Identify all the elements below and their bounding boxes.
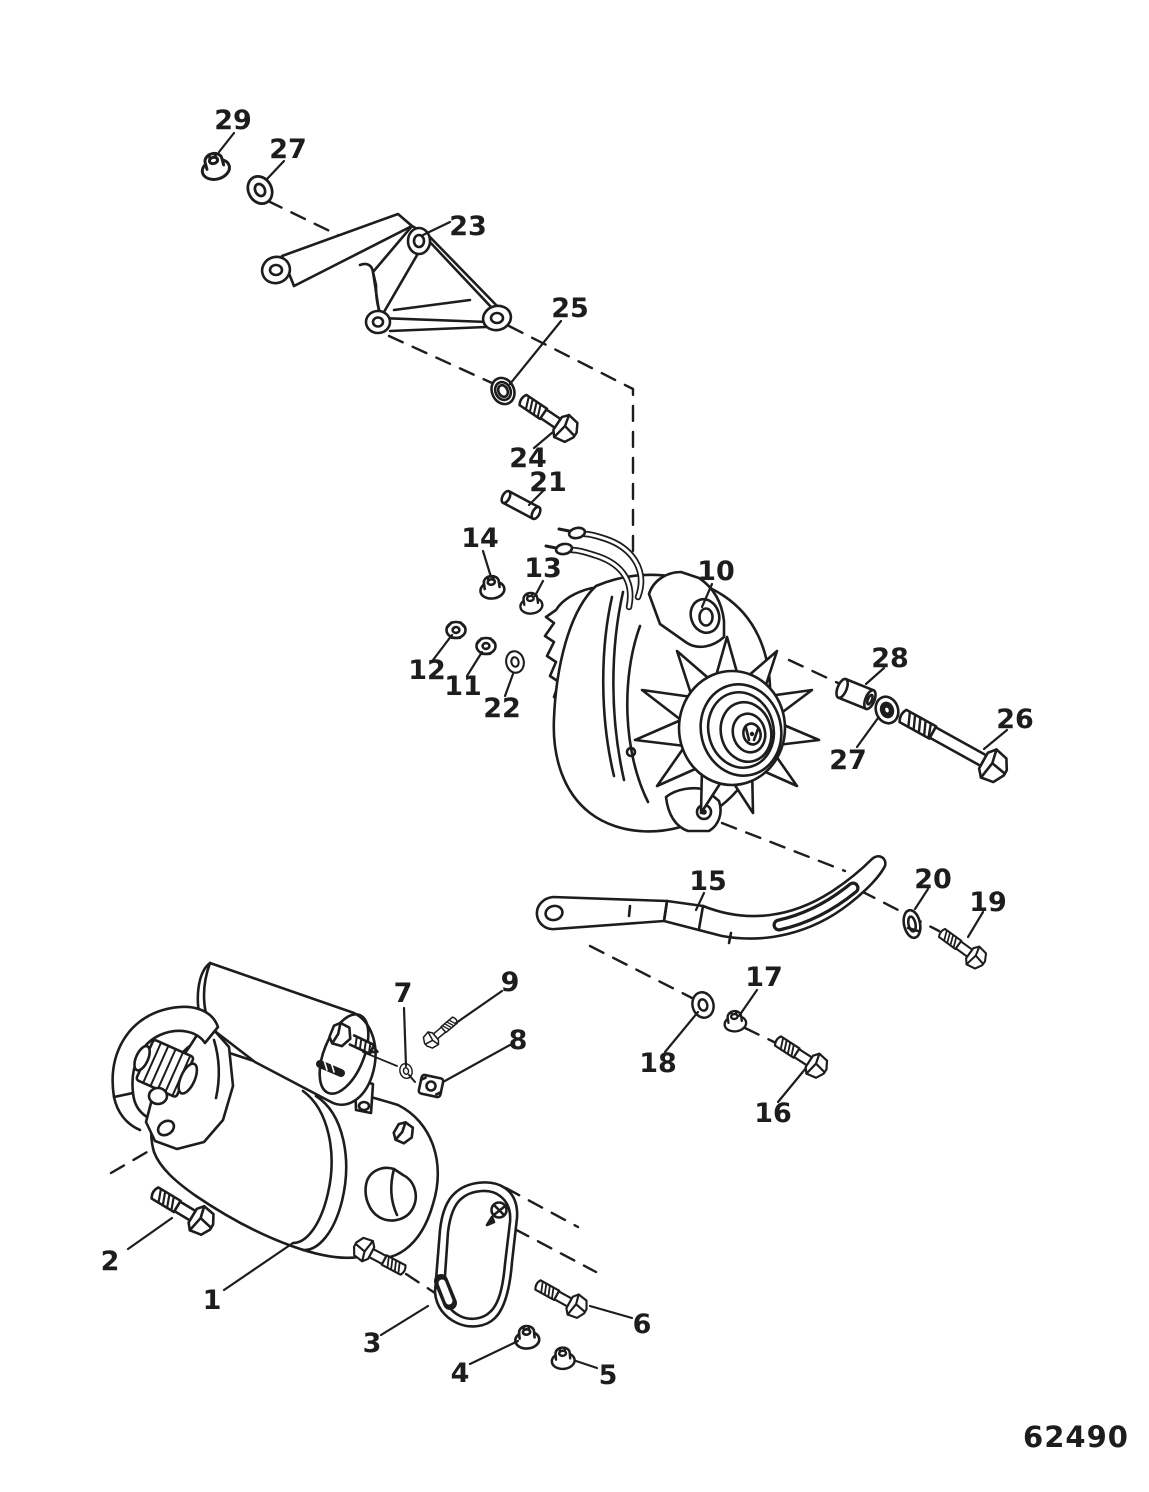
callout-16: 16 <box>754 1098 792 1129</box>
callout-7: 7 <box>394 978 413 1009</box>
alternator-wires <box>544 526 645 611</box>
bolt-6 <box>529 1273 592 1323</box>
callout-11: 11 <box>444 671 482 702</box>
nut-11 <box>475 636 497 656</box>
square-nut-8 <box>417 1073 445 1099</box>
callout-14: 14 <box>461 523 499 554</box>
callout-20: 20 <box>914 864 952 895</box>
bolt-26 <box>892 699 1015 789</box>
pinion-gear <box>133 1039 199 1098</box>
callout-26: 26 <box>996 704 1034 735</box>
callout-12: 12 <box>408 655 446 686</box>
washer-22 <box>503 648 527 676</box>
callout-4: 4 <box>451 1358 470 1389</box>
callout-5: 5 <box>599 1360 618 1391</box>
callout-19: 19 <box>969 887 1007 918</box>
callout-22: 22 <box>483 693 521 724</box>
callout-27-right: 27 <box>829 745 867 776</box>
bolt-19 <box>933 922 992 974</box>
leader-lines <box>126 131 1009 1370</box>
nut-12 <box>445 620 467 640</box>
callout-28: 28 <box>871 643 909 674</box>
adjusting-brace-15 <box>535 855 887 945</box>
washer-25 <box>486 372 520 410</box>
callout-1: 1 <box>203 1285 222 1316</box>
flange-nut-13 <box>517 590 545 617</box>
drawing-number: 62490 <box>1023 1420 1129 1454</box>
starter-solenoid <box>191 961 379 1106</box>
callout-9: 9 <box>501 967 520 998</box>
callout-15: 15 <box>689 866 727 897</box>
end-cap-bolt <box>392 1121 415 1145</box>
alternator-pulley <box>699 683 783 777</box>
callout-29: 29 <box>214 105 252 136</box>
callout-13: 13 <box>524 553 562 584</box>
bushing-28 <box>835 677 877 711</box>
alternator-10 <box>543 526 821 833</box>
support-bracket-3 <box>433 1181 519 1328</box>
callout-6: 6 <box>633 1309 652 1340</box>
lock-washer-20 <box>902 908 922 940</box>
callout-8: 8 <box>509 1025 528 1056</box>
callout-24: 24 <box>509 443 547 474</box>
callout-3: 3 <box>363 1328 382 1359</box>
callout-17: 17 <box>745 962 783 993</box>
screw-9 <box>419 1012 462 1052</box>
flange-nut-17 <box>721 1008 749 1034</box>
flange-nut-4 <box>512 1323 542 1351</box>
callout-labels: 29 27 23 25 24 21 14 13 10 12 11 22 28 2… <box>101 105 1129 1454</box>
assembly-dashed-lines <box>109 199 941 1297</box>
washer-7 <box>397 1061 416 1083</box>
callout-2: 2 <box>101 1246 120 1277</box>
callout-27-top: 27 <box>269 134 307 165</box>
washer-27-right <box>870 692 904 728</box>
callout-25: 25 <box>551 293 589 324</box>
flange-nut-14 <box>477 573 507 602</box>
flange-nut-5 <box>549 1345 577 1372</box>
locknut-29 <box>196 148 234 184</box>
washer-18 <box>688 988 718 1022</box>
callout-10: 10 <box>697 556 735 587</box>
mounting-bracket-23 <box>260 212 513 335</box>
callout-21: 21 <box>529 467 567 498</box>
callout-23: 23 <box>449 211 487 242</box>
starter-motor-1 <box>111 961 440 1282</box>
spacer-pin-21 <box>500 489 542 521</box>
callout-18: 18 <box>639 1048 677 1079</box>
